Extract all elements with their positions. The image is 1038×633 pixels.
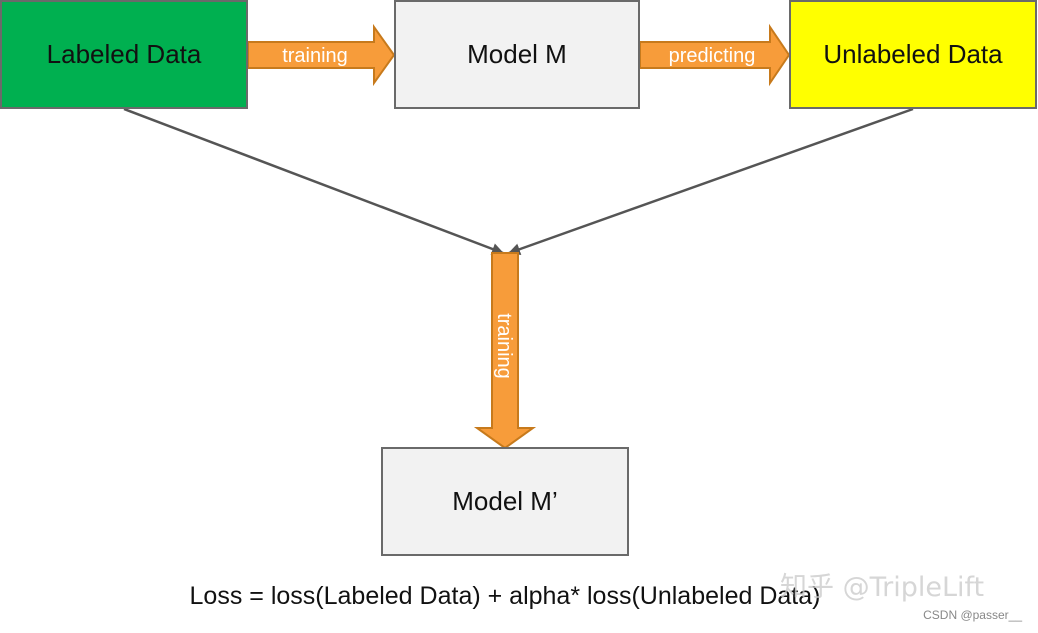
watermark-zhihu: 知乎 @TripleLift — [780, 572, 985, 603]
arrow-predicting: predicting — [639, 23, 791, 87]
arrow-training-label: training — [282, 45, 348, 67]
arrow-predicting-label: predicting — [669, 45, 756, 67]
node-unlabeled-data: Unlabeled Data — [789, 0, 1037, 109]
arrow-training-horizontal: training — [247, 23, 396, 87]
node-model-m: Model M — [394, 0, 640, 109]
watermark-csdn: CSDN @passer__ — [923, 608, 1022, 622]
node-labeled-data: Labeled Data — [0, 0, 248, 109]
line-labeled-to-merge — [123, 107, 504, 255]
arrow-training-vertical-label: training — [493, 313, 515, 379]
line-unlabeled-to-merge — [508, 107, 914, 255]
node-model-m-prime: Model M’ — [381, 447, 629, 556]
arrow-training-vertical: training — [473, 252, 537, 450]
loss-formula: Loss = loss(Labeled Data) + alpha* loss(… — [189, 582, 821, 610]
